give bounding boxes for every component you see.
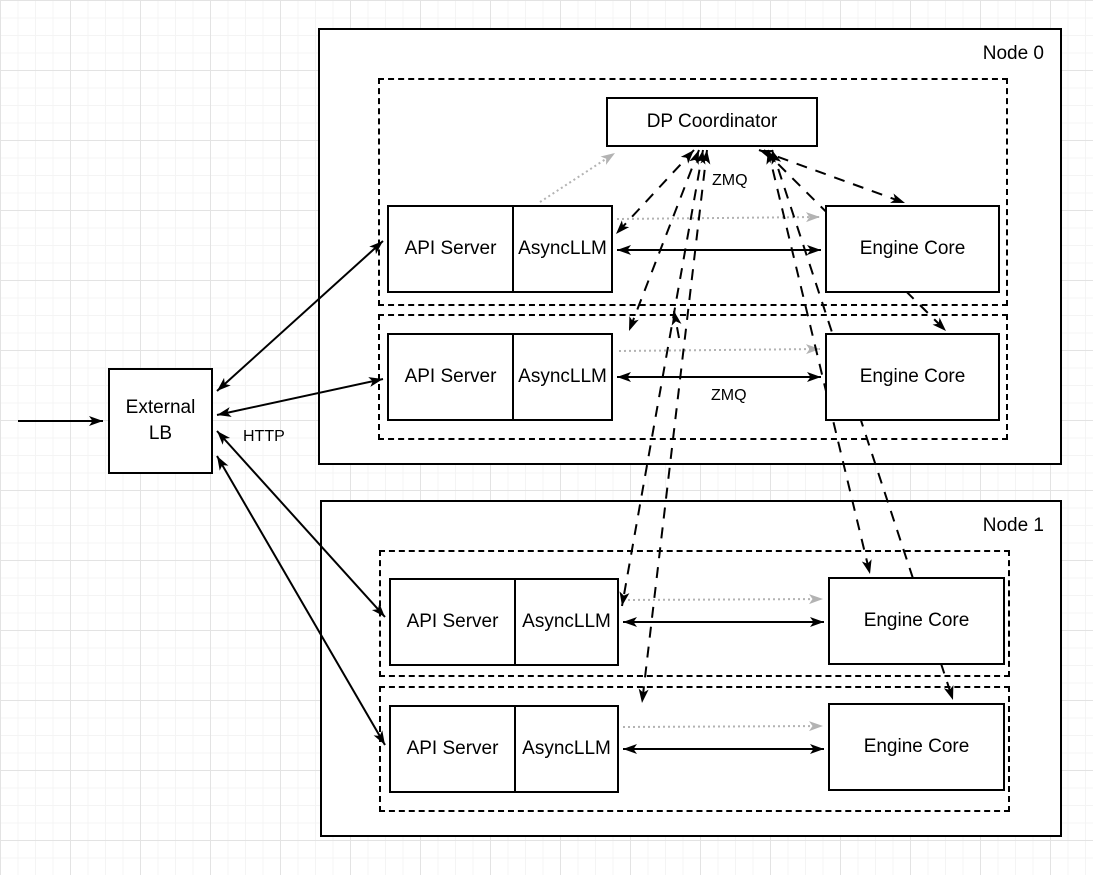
external-lb-box: External LB — [108, 368, 213, 474]
asyncllm-box: AsyncLLM — [514, 580, 617, 664]
api-server-box: API Server — [389, 335, 512, 419]
node0-api-async-box-2: API Server AsyncLLM — [387, 333, 613, 421]
api-server-box: API Server — [391, 707, 514, 791]
engine-core-label: Engine Core — [863, 610, 970, 631]
api-server-label: API Server — [404, 238, 497, 259]
api-server-label: API Server — [406, 611, 499, 632]
asyncllm-box: AsyncLLM — [512, 335, 611, 419]
external-lb-label: External LB — [125, 397, 196, 444]
node0-api-async-box-1: API Server AsyncLLM — [387, 205, 613, 293]
node1-engine-core-box-2: Engine Core — [828, 703, 1005, 791]
asyncllm-label: AsyncLLM — [522, 611, 611, 632]
engine-core-label: Engine Core — [859, 238, 966, 259]
node-0-title: Node 0 — [982, 43, 1044, 64]
asyncllm-label: AsyncLLM — [518, 238, 607, 259]
dp-coordinator-box: DP Coordinator — [606, 97, 818, 147]
node0-engine-core-box-1: Engine Core — [825, 205, 1000, 293]
node-1-title: Node 1 — [982, 515, 1044, 536]
node0-engine-core-box-2: Engine Core — [825, 333, 1000, 421]
engine-core-label: Engine Core — [863, 736, 970, 757]
node1-api-async-box-1: API Server AsyncLLM — [389, 578, 619, 666]
node1-engine-core-box-1: Engine Core — [828, 577, 1005, 665]
zmq-edge-label-row2: ZMQ — [711, 387, 747, 404]
node1-api-async-box-2: API Server AsyncLLM — [389, 705, 619, 793]
zmq-edge-label-top: ZMQ — [712, 172, 748, 189]
api-server-box: API Server — [389, 207, 512, 291]
asyncllm-box: AsyncLLM — [514, 707, 617, 791]
dp-coordinator-label: DP Coordinator — [646, 111, 778, 132]
api-server-label: API Server — [406, 738, 499, 759]
api-server-box: API Server — [391, 580, 514, 664]
engine-core-label: Engine Core — [859, 366, 966, 387]
asyncllm-label: AsyncLLM — [522, 738, 611, 759]
api-server-label: API Server — [404, 366, 497, 387]
http-edge-label: HTTP — [243, 428, 285, 445]
asyncllm-label: AsyncLLM — [518, 366, 607, 387]
asyncllm-box: AsyncLLM — [512, 207, 611, 291]
